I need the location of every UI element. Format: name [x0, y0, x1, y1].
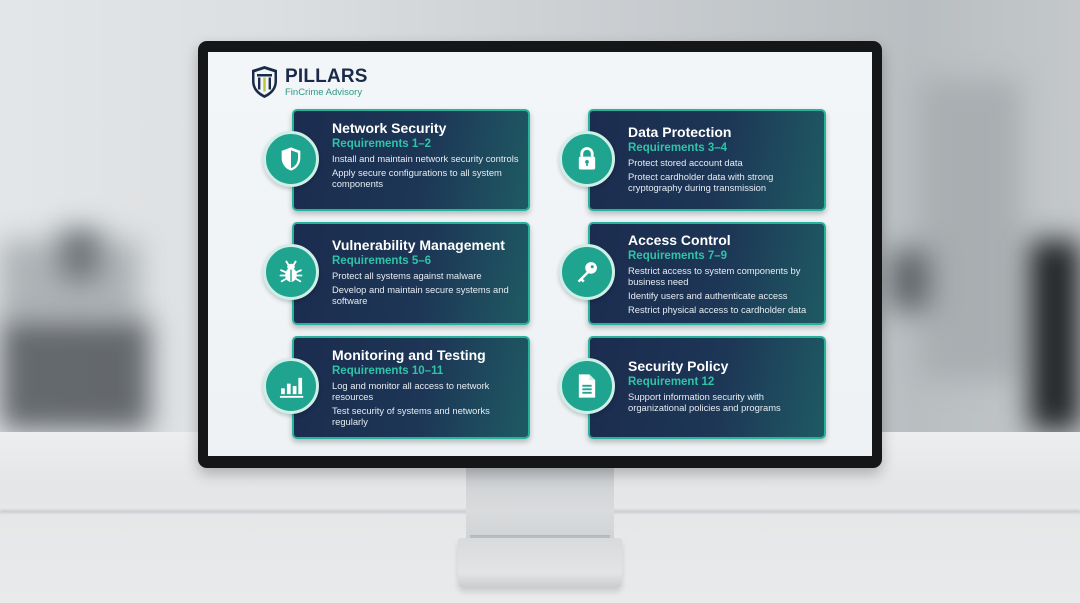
card-item: Apply secure configurations to all syste… — [332, 167, 502, 189]
card-item: Restrict access to system components by … — [628, 265, 801, 287]
brand-tagline: FinCrime Advisory — [285, 86, 363, 98]
card-item: Identify users and authenticate access — [628, 290, 788, 301]
card-item: Develop and maintain secure systems and … — [332, 284, 509, 306]
card-data-protection: Data Protection Requirements 3–4 Protect… — [588, 109, 826, 211]
card-requirements: Requirements 3–4 — [628, 142, 728, 154]
pillars-shield-icon — [252, 66, 277, 98]
blurred-cabinet — [0, 320, 150, 430]
bug-icon — [263, 244, 319, 300]
card-item: Protect cardholder data with strong cryp… — [628, 171, 774, 193]
card-vulnerability-management: Vulnerability Management Requirements 5–… — [292, 222, 530, 325]
card-item: Support information security with organi… — [628, 391, 781, 413]
shield-icon — [263, 131, 319, 187]
card-title: Network Security — [332, 120, 447, 136]
card-requirements: Requirements 7–9 — [628, 250, 728, 262]
screen: PILLARS FinCrime Advisory Network Securi… — [208, 52, 872, 456]
brand-name: PILLARS — [285, 65, 368, 87]
card-title: Vulnerability Management — [332, 237, 505, 253]
card-security-policy: Security Policy Requirement 12 Support i… — [588, 336, 826, 439]
document-icon — [559, 358, 615, 414]
monitor: PILLARS FinCrime Advisory Network Securi… — [198, 41, 882, 468]
card-item: Test security of systems and networks re… — [332, 405, 490, 427]
card-requirements: Requirement 12 — [628, 376, 715, 388]
card-access-control: Access Control Requirements 7–9 Restrict… — [588, 222, 826, 325]
card-requirements: Requirements 5–6 — [332, 255, 432, 267]
blurred-object — [60, 230, 100, 280]
blurred-window — [920, 80, 1020, 380]
card-item: Log and monitor all access to network re… — [332, 380, 490, 402]
card-item: Protect all systems against malware — [332, 270, 482, 281]
bar-chart-icon — [263, 358, 319, 414]
card-title: Access Control — [628, 232, 731, 248]
blurred-chair — [1030, 240, 1080, 430]
lock-icon — [559, 131, 615, 187]
key-icon — [559, 244, 615, 300]
card-title: Security Policy — [628, 358, 729, 374]
blurred-plant — [890, 250, 930, 310]
card-title: Data Protection — [628, 124, 732, 140]
card-monitoring-testing: Monitoring and Testing Requirements 10–1… — [292, 336, 530, 439]
card-title: Monitoring and Testing — [332, 347, 486, 363]
card-item: Restrict physical access to cardholder d… — [628, 304, 807, 315]
brand-logo: PILLARS FinCrime Advisory — [250, 65, 368, 99]
card-item: Protect stored account data — [628, 157, 743, 168]
card-requirements: Requirements 1–2 — [332, 138, 432, 150]
card-item: Install and maintain network security co… — [332, 153, 519, 164]
card-requirements: Requirements 10–11 — [332, 365, 444, 377]
card-network-security: Network Security Requirements 1–2 Instal… — [292, 109, 530, 211]
monitor-stand-base — [458, 538, 622, 588]
monitor-stand-neck — [466, 463, 614, 543]
